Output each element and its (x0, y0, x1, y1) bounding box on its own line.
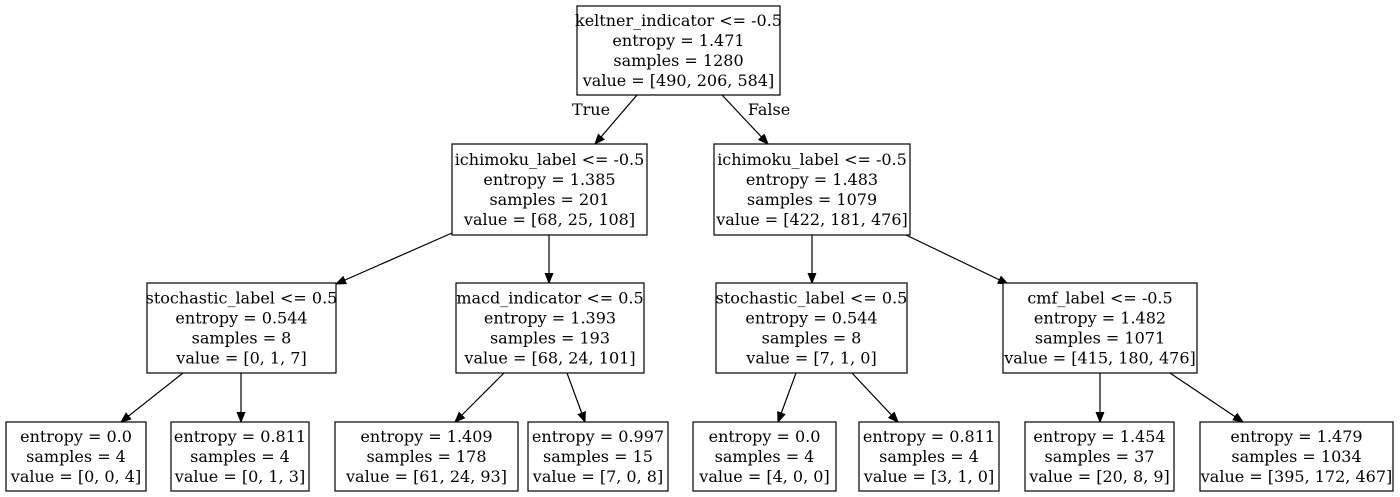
node-text-line: entropy = 1.483 (746, 170, 878, 189)
node-text-line: value = [68, 25, 108] (463, 210, 635, 229)
node-text-line: samples = 37 (1045, 447, 1155, 466)
edge-arrow (851, 372, 898, 422)
node-text-line: entropy = 0.0 (20, 427, 132, 446)
node-text-line: samples = 1280 (613, 51, 743, 70)
edge-arrow (455, 372, 505, 422)
node-text-line: value = [3, 1, 0] (863, 467, 994, 486)
node-text-line: samples = 8 (192, 329, 292, 348)
edge-arrow (1169, 372, 1243, 422)
node-text-line: samples = 178 (366, 447, 486, 466)
node-box (455, 282, 645, 374)
node-text-line: value = [422, 181, 476] (715, 210, 908, 229)
node-text-line: samples = 1071 (1035, 329, 1165, 348)
node-text-line: entropy = 1.409 (360, 427, 492, 446)
node-box (5, 421, 147, 492)
node-text-line: entropy = 0.544 (175, 309, 307, 328)
node-text-line: samples = 15 (543, 447, 653, 466)
node-text-line: samples = 4 (715, 447, 815, 466)
node-text-line: entropy = 1.482 (1034, 309, 1166, 328)
node-text-line: entropy = 1.479 (1230, 427, 1362, 446)
edge-arrow (566, 372, 585, 422)
node-text-line: stochastic_label <= 0.5 (716, 289, 908, 308)
node-text-line: macd_indicator <= 0.5 (456, 289, 643, 308)
node-box (692, 421, 837, 492)
edge-arrow (905, 234, 1008, 284)
node-box (1199, 421, 1394, 492)
node-box (146, 282, 337, 374)
node-text-line: ichimoku_label <= -0.5 (455, 150, 645, 169)
node-box (1024, 421, 1175, 492)
node-box (527, 421, 669, 492)
edge-label: False (748, 100, 790, 119)
node-text-line: value = [395, 172, 467] (1200, 467, 1393, 486)
node-text-line: samples = 8 (762, 329, 862, 348)
node-text-line: entropy = 0.544 (745, 309, 877, 328)
node-text-line: value = [0, 1, 7] (175, 349, 306, 368)
edge-arrow (721, 94, 768, 144)
node-text-line: samples = 4 (26, 447, 126, 466)
node-box (858, 421, 1000, 492)
node-text-line: value = [20, 8, 9] (1028, 467, 1170, 486)
node-text-line: entropy = 1.471 (612, 31, 744, 50)
node-box (1002, 282, 1198, 374)
node-text-line: value = [0, 0, 4] (10, 467, 141, 486)
node-text-line: value = [415, 180, 476] (1003, 349, 1196, 368)
node-box (170, 421, 310, 492)
node-box (451, 143, 648, 236)
node-text-line: samples = 201 (489, 190, 609, 209)
node-text-line: stochastic_label <= 0.5 (146, 289, 338, 308)
node-box (715, 282, 908, 374)
node-text-line: ichimoku_label <= -0.5 (717, 150, 907, 169)
node-text-line: entropy = 1.385 (483, 170, 615, 189)
node-text-line: samples = 1034 (1231, 447, 1361, 466)
node-box (713, 143, 911, 236)
node-text-line: value = [490, 206, 584] (582, 71, 775, 90)
node-text-line: value = [7, 0, 8] (532, 467, 663, 486)
edge-label: True (572, 100, 610, 119)
edge-arrow (121, 372, 184, 422)
edge-arrow (778, 372, 797, 422)
edge-arrow (595, 94, 638, 144)
node-text-line: entropy = 0.811 (174, 427, 306, 446)
node-text-line: value = [68, 24, 101] (463, 349, 635, 368)
node-text-line: entropy = 0.0 (709, 427, 821, 446)
node-text-line: value = [7, 1, 0] (745, 349, 876, 368)
node-text-line: samples = 4 (190, 447, 290, 466)
edge-arrow (336, 232, 453, 285)
node-box (576, 5, 781, 96)
node-text-line: samples = 4 (879, 447, 979, 466)
node-text-line: cmf_label <= -0.5 (1027, 289, 1172, 308)
node-text-line: value = [0, 1, 3] (174, 467, 305, 486)
node-text-line: value = [61, 24, 93] (345, 467, 507, 486)
node-text-line: entropy = 0.997 (532, 427, 664, 446)
node-text-line: entropy = 1.393 (484, 309, 616, 328)
node-text-line: value = [4, 0, 0] (698, 467, 829, 486)
edges-layer: True False (121, 94, 1243, 422)
node-text-line: entropy = 1.454 (1033, 427, 1165, 446)
node-text-line: keltner_indicator <= -0.5 (575, 11, 782, 30)
node-text-line: entropy = 0.811 (863, 427, 995, 446)
node-text-line: samples = 1079 (747, 190, 877, 209)
node-box (334, 421, 519, 492)
node-text-line: samples = 193 (490, 329, 610, 348)
